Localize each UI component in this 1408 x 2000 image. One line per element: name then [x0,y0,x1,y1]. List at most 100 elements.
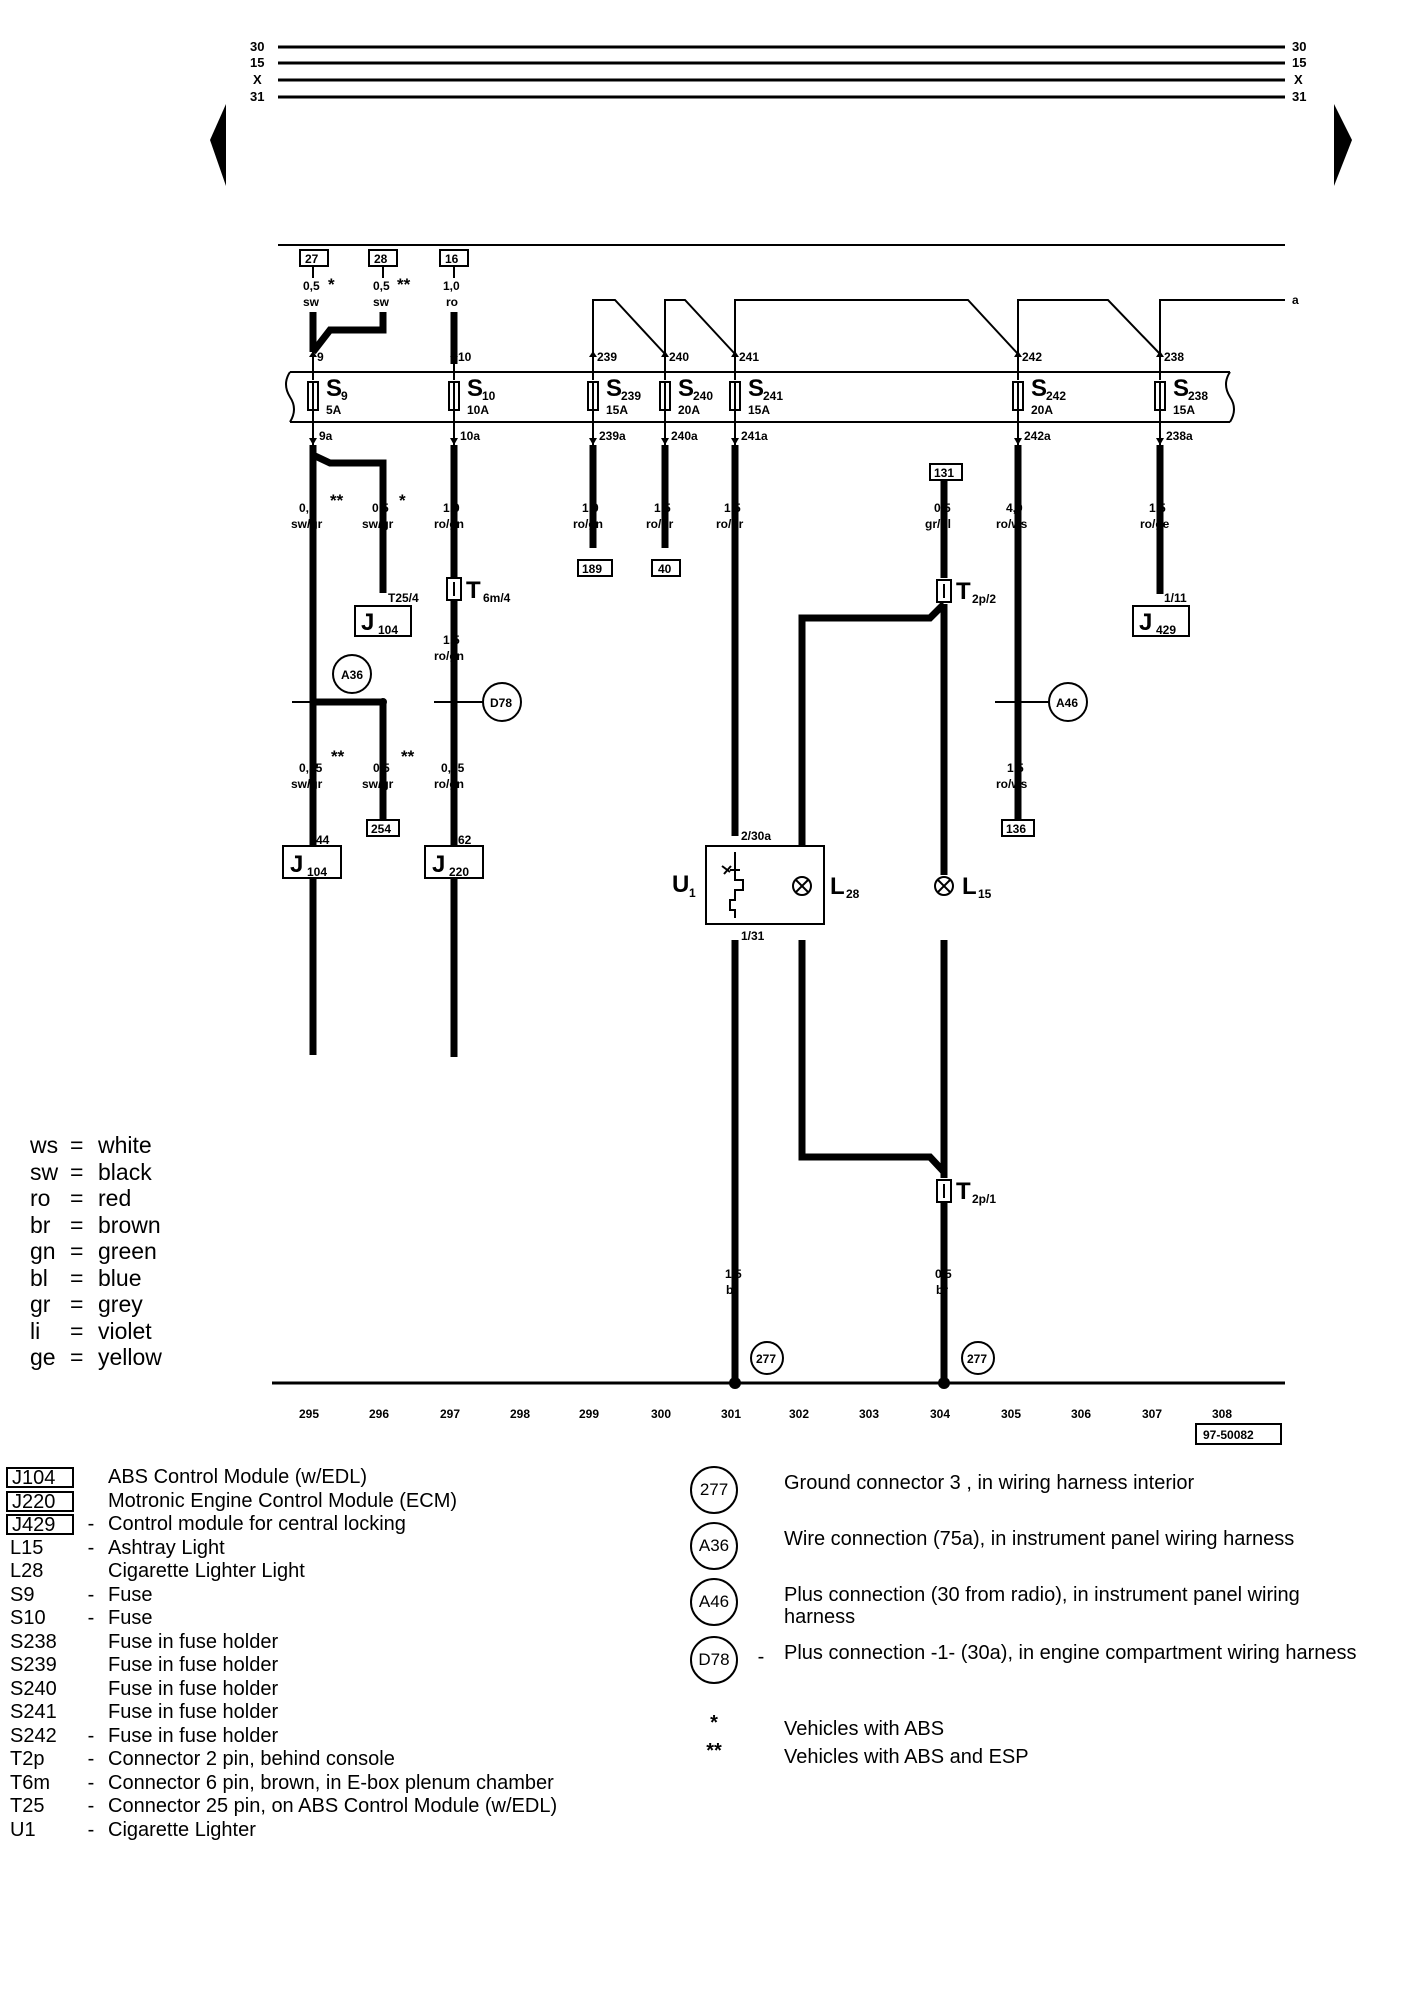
arrow-icon [589,438,597,445]
arrow-icon [450,351,458,357]
connection-description: Wire connection (75a), in instrument pan… [784,1528,1295,1550]
connector-d78: D78 [482,682,522,722]
wire-size: 1,5 [724,501,741,515]
fuse-sub: 9 [341,389,348,403]
fuse-rating: 5A [326,403,342,417]
svg-text:1/11: 1/11 [1164,591,1187,605]
color-legend-row: sw=black [30,1159,162,1186]
ref-box-40 [651,559,681,577]
svg-text:131: 131 [934,466,954,480]
component-code: S238 [10,1630,57,1653]
wire-size: 0,5 [935,1267,952,1281]
equals: = [70,1132,84,1158]
component-code: S10 [10,1607,46,1629]
fuse-name: S [467,375,483,402]
component-code: T2p [10,1748,45,1770]
separator: - [87,1513,95,1535]
separator: - [757,1646,765,1668]
component-description: ABS Control Module (w/EDL) [108,1466,367,1488]
svg-text:A36: A36 [341,668,363,682]
component-description: Fuse in fuse holder [108,1677,279,1700]
wire-size: 0,35 [299,761,323,775]
equals: = [70,1238,84,1264]
connection-description: Plus connection -1- (30a), in engine com… [784,1642,1357,1664]
wire-size: 0,5 [373,761,390,775]
module-j104-top: T25/4 J 104 [354,591,419,637]
wire-color: sw/gr [291,777,323,791]
fuse-name: S [606,375,622,402]
svg-text:2p/1: 2p/1 [972,1192,996,1206]
footnote-mark: * [710,1712,718,1734]
color-code: ws [30,1132,59,1158]
component-code: S239 [10,1654,57,1676]
ref-box-189 [577,559,613,577]
ref-box-label: 16 [445,252,459,266]
fuse-out-pin: 240a [671,429,698,443]
page-prev-arrow-icon[interactable] [210,104,226,186]
wire-size: 0,5 [303,279,320,293]
color-legend-row: br=brown [30,1212,162,1239]
component-description: Motronic Engine Control Module (ECM) [108,1489,458,1512]
ref-box-136 [1001,819,1035,837]
top-refs: 27 28 16 0,5 * sw 0,5 ** sw 1,0 ro [299,249,469,309]
wire-size: 0,5 [934,501,951,515]
color-legend-row: li=violet [30,1318,162,1345]
color-name: white [98,1132,152,1158]
track-number: 302 [789,1407,809,1421]
track-number: 305 [1001,1407,1021,1421]
component-description: Fuse in fuse holder [108,1701,279,1723]
equals: = [70,1291,84,1317]
component-description: Cigarette Lighter [108,1818,256,1841]
component-description: Connector 25 pin, on ABS Control Module … [108,1795,558,1817]
connector-t6m: T 6m/4 [446,577,511,605]
component-legend-row: T6m-Connector 6 pin, brown, in E-box ple… [6,1772,557,1796]
wire-size: 1,5 [1149,501,1166,515]
svg-text:220: 220 [449,865,469,879]
wire-color: gr/bl [925,517,951,531]
separator: - [87,1795,95,1817]
module-j429: 1/11 J 429 [1132,591,1190,637]
fuse-rating: 15A [748,403,770,417]
connector-t2p2: T 2p/2 [936,578,996,606]
color-name: yellow [98,1344,162,1370]
wire-size: 1,0 [443,501,460,515]
color-legend-row: ge=yellow [30,1344,162,1371]
fuse-sub: 241 [763,389,783,403]
fuse-rating: 20A [1031,403,1053,417]
component-legend-row: J104 ABS Control Module (w/EDL) [6,1466,557,1490]
track-number: 308 [1212,1407,1232,1421]
page-next-arrow-icon[interactable] [1334,104,1352,186]
fuse-rating: 20A [678,403,700,417]
wire-size: 1,5 [1007,761,1024,775]
ground-connector-277: 277 [750,1341,784,1375]
color-legend-row: ro=red [30,1185,162,1212]
ref-box-label: 27 [305,252,319,266]
bus-242-238 [1017,299,1161,355]
component-description: Cigarette Lighter Light [108,1560,305,1582]
separator: - [87,1583,95,1606]
rail-label-right: 31 [1292,89,1306,104]
arrow-icon [589,351,597,357]
svg-text:2p/2: 2p/2 [972,592,996,606]
wire-size: 0,5 [373,279,390,293]
separator: - [87,1724,95,1747]
connection-description: Plus connection (30 from radio), in inst… [784,1584,1300,1628]
svg-text:A46: A46 [1056,696,1078,710]
component-description: Fuse in fuse holder [108,1630,279,1653]
svg-text:J: J [1139,609,1152,636]
track-number: 298 [510,1407,530,1421]
separator: - [87,1748,95,1770]
bus-241-242 [734,299,1019,355]
component-code: J104 [6,1467,74,1489]
svg-text:104: 104 [378,623,398,637]
power-rails: 30 15 X 31 30 15 X 31 [210,39,1352,186]
equals: = [70,1211,84,1238]
component-legend-row: J429-Control module for central locking [6,1513,557,1537]
rail-label-left: X [253,72,262,87]
fuse-out-pin: 238a [1166,429,1193,443]
equals: = [70,1344,84,1370]
